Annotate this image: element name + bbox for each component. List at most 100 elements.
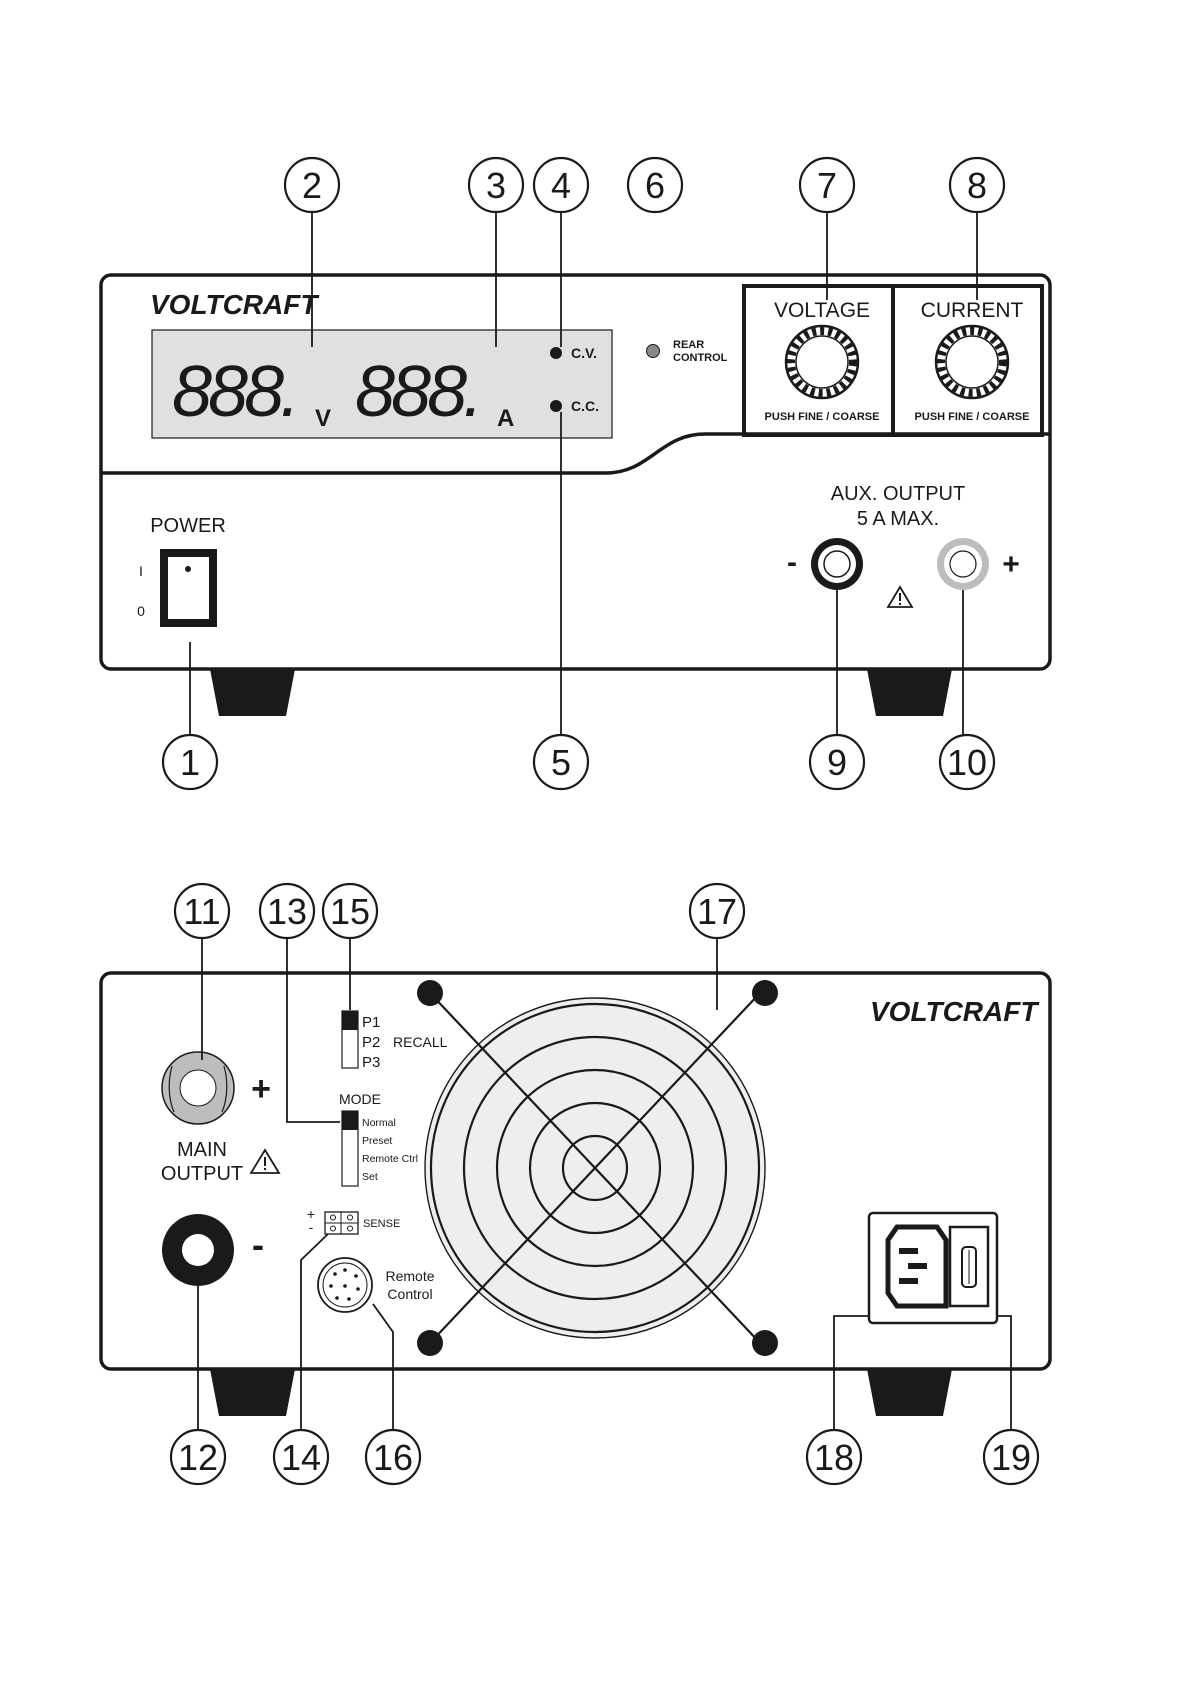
aux-output-label-2: 5 A MAX. [857,508,939,530]
power-switch[interactable] [160,549,217,627]
recall-p3: P3 [362,1054,380,1071]
svg-text:4: 4 [551,165,571,206]
mode-normal: Normal [362,1117,396,1129]
callout-5: 5 [534,735,588,789]
voltage-knob-label: VOLTAGE [774,299,870,322]
rear-panel: VOLTCRAFT + MAIN OUTPUT - P1 P2 P3 [101,973,1050,1416]
callout-13: 13 [260,884,314,938]
main-plus-sign: + [251,1070,271,1108]
warning-icon [888,587,912,607]
front-panel-divider [101,434,1050,473]
mode-remote-ctrl: Remote Ctrl [362,1153,418,1165]
front-foot-left [210,669,295,716]
fuse-holder[interactable] [950,1227,988,1306]
svg-text:3: 3 [486,165,506,206]
cc-indicator [550,400,562,412]
current-knob[interactable] [936,326,1008,398]
svg-text:9: 9 [827,742,847,783]
callout-6: 6 [628,158,682,212]
front-panel: VOLTCRAFT 888. V 888. A C.V. C.C. REAR C… [101,275,1050,716]
cv-label: C.V. [571,345,597,361]
main-output-plus-jack[interactable] [162,1052,234,1124]
remote-control-connector[interactable] [318,1258,372,1312]
cooling-fan [417,980,778,1356]
front-foot-right [867,669,952,716]
mode-switch[interactable] [342,1111,358,1186]
svg-text:13: 13 [267,891,307,932]
callout-18: 18 [807,1430,861,1484]
callout-3: 3 [469,158,523,212]
svg-text:17: 17 [697,891,737,932]
callout-7: 7 [800,158,854,212]
cc-label: C.C. [571,398,599,414]
svg-text:14: 14 [281,1437,321,1478]
sense-minus-sign: - [309,1219,314,1235]
svg-text:11: 11 [183,891,220,932]
rear-brand-logo: VOLTCRAFT [870,996,1040,1027]
aux-plus-jack[interactable] [937,538,989,590]
recall-p1: P1 [362,1014,380,1031]
voltage-knob[interactable] [786,326,858,398]
callout-15: 15 [323,884,377,938]
callout-4: 4 [534,158,588,212]
rear-control-label-1: REAR [673,339,704,351]
recall-switch[interactable] [342,1011,358,1068]
svg-text:7: 7 [817,165,837,206]
svg-text:10: 10 [947,742,987,783]
svg-text:15: 15 [330,891,370,932]
current-knob-hint: PUSH FINE / COARSE [915,411,1030,423]
main-minus-sign: - [252,1224,264,1265]
svg-text:5: 5 [551,742,571,783]
unit-a-label: A [497,405,514,432]
power-off-mark: 0 [137,603,145,619]
rear-control-label-2: CONTROL [673,352,728,364]
callout-16: 16 [366,1430,420,1484]
svg-text:1: 1 [180,742,200,783]
callout-19: 19 [984,1430,1038,1484]
aux-minus-sign: - [787,546,797,579]
svg-text:8: 8 [967,165,987,206]
mode-preset: Preset [362,1135,392,1147]
svg-text:6: 6 [645,165,665,206]
voltage-digits: 888. [172,352,296,432]
main-output-label-1: MAIN [177,1139,227,1161]
svg-text:18: 18 [814,1437,854,1478]
remote-control-label-1: Remote [385,1268,434,1284]
callout-10: 10 [940,735,994,789]
front-brand-logo: VOLTCRAFT [150,289,320,320]
current-knob-label: CURRENT [921,299,1024,322]
power-on-mark: I [139,563,143,579]
rear-foot-right [867,1369,952,1416]
svg-text:19: 19 [991,1437,1031,1478]
recall-p2: P2 [362,1034,380,1051]
svg-text:2: 2 [302,165,322,206]
aux-plus-sign: + [1002,548,1020,581]
remote-control-label-2: Control [387,1286,432,1302]
voltage-knob-hint: PUSH FINE / COARSE [765,411,880,423]
sense-label: SENSE [363,1218,400,1230]
callout-11: 11 [175,884,229,938]
callout-14: 14 [274,1430,328,1484]
svg-text:12: 12 [178,1437,218,1478]
aux-output-label-1: AUX. OUTPUT [831,483,965,505]
callout-9: 9 [810,735,864,789]
main-warning-icon [251,1150,279,1173]
unit-v-label: V [315,405,331,432]
recall-label: RECALL [393,1034,448,1050]
current-digits: 888. [355,352,479,432]
cv-indicator [550,347,562,359]
main-output-minus-jack[interactable] [162,1214,234,1286]
main-output-label-2: OUTPUT [161,1163,243,1185]
callout-2: 2 [285,158,339,212]
rear-control-led [647,345,660,358]
callout-17: 17 [690,884,744,938]
power-label: POWER [150,515,226,537]
mode-set: Set [362,1171,378,1183]
callout-8: 8 [950,158,1004,212]
callout-12: 12 [171,1430,225,1484]
rear-foot-left [210,1369,295,1416]
mode-label: MODE [339,1091,381,1107]
sense-terminal[interactable] [325,1212,358,1234]
aux-minus-jack[interactable] [811,538,863,590]
